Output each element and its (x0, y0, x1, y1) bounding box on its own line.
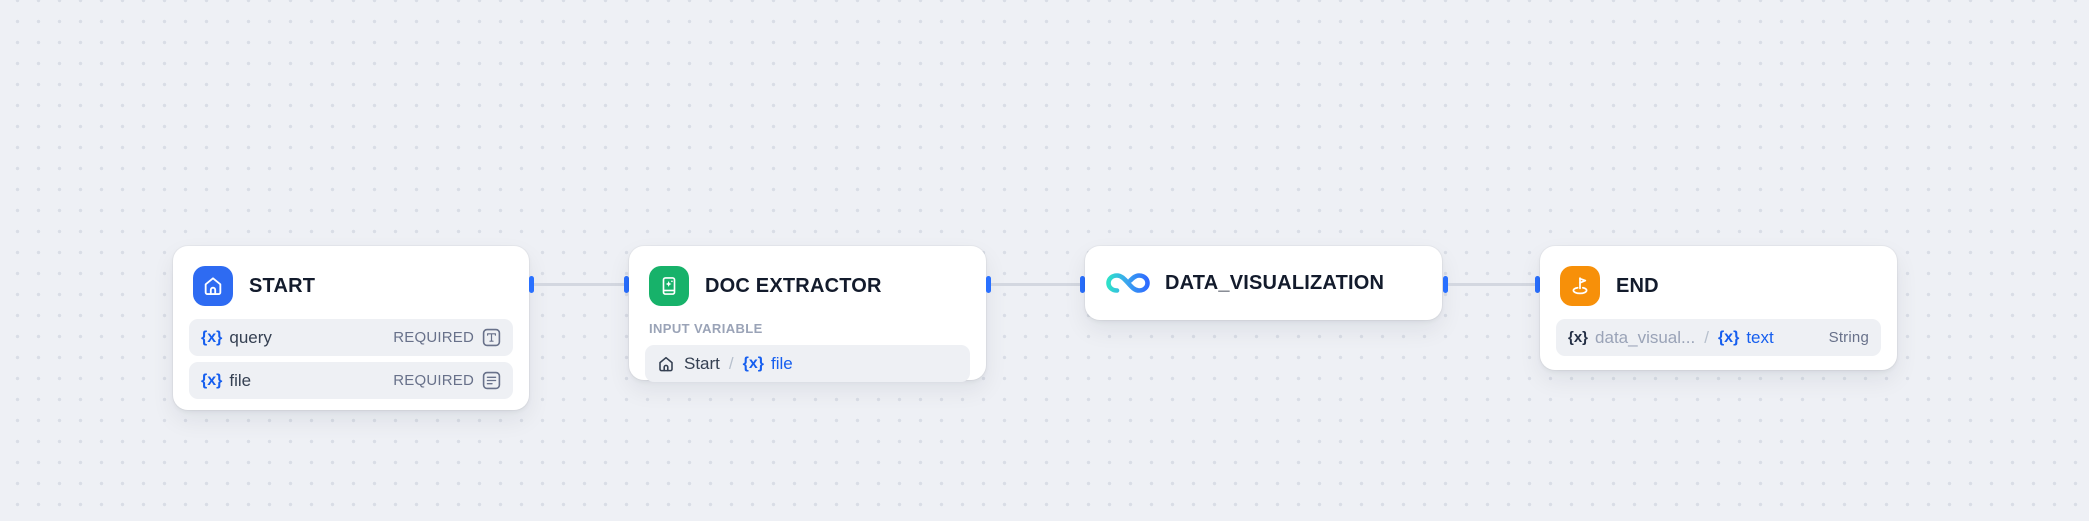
node-end-header: END (1540, 246, 1897, 306)
path-separator: / (728, 353, 734, 373)
required-badge: REQUIRED (393, 329, 474, 346)
start-variable-list: {x} query REQUIRED {x} file REQUIRED (173, 306, 529, 415)
variable-braces-icon: {x} (201, 328, 223, 346)
node-title: DOC EXTRACTOR (705, 274, 882, 297)
infinity-icon (1105, 268, 1151, 298)
flag-icon (1560, 266, 1600, 306)
node-title: START (249, 274, 316, 297)
required-badge: REQUIRED (393, 372, 474, 389)
target-handle[interactable] (624, 276, 629, 293)
edge-doc-extractor-to-data-visualization[interactable] (986, 276, 1085, 293)
node-end[interactable]: END {x} data_visual... / {x} text String (1540, 246, 1897, 370)
input-variable-label: INPUT VARIABLE (649, 321, 763, 336)
edge-start-to-doc-extractor[interactable] (529, 276, 629, 293)
node-data-visualization[interactable]: DATA_VISUALIZATION (1085, 246, 1442, 320)
variable-name: file (229, 370, 252, 390)
node-doc-extractor[interactable]: DOC EXTRACTOR INPUT VARIABLE Start / {x}… (629, 246, 986, 382)
variable-braces-icon: {x} (1568, 329, 1589, 346)
variable-braces-icon: {x} (1717, 328, 1740, 346)
input-variable-row: Start / {x} file (645, 345, 970, 382)
node-doc-header: DOC EXTRACTOR (629, 246, 986, 306)
edge-line[interactable] (534, 283, 624, 286)
doc-input-list: Start / {x} file (629, 345, 986, 398)
node-dataviz-header: DATA_VISUALIZATION (1085, 246, 1442, 320)
edge-data-visualization-to-end[interactable] (1443, 276, 1540, 293)
node-title: DATA_VISUALIZATION (1165, 271, 1385, 294)
doc-extract-icon (649, 266, 689, 306)
home-icon (193, 266, 233, 306)
path-separator: / (1704, 327, 1709, 347)
variable-row-file: {x} file REQUIRED (189, 362, 513, 399)
variable-braces-icon: {x} (742, 354, 764, 372)
source-handle[interactable] (986, 276, 991, 293)
node-title: END (1616, 274, 1659, 297)
end-output-list: {x} data_visual... / {x} text String (1540, 306, 1897, 372)
node-start-header: START (173, 246, 529, 306)
target-handle[interactable] (1080, 276, 1085, 293)
referenced-variable: file (771, 353, 793, 373)
variable-name: query (229, 327, 272, 347)
source-handle[interactable] (529, 276, 534, 293)
variable-row-query: {x} query REQUIRED (189, 319, 513, 356)
target-handle[interactable] (1535, 276, 1540, 293)
source-handle[interactable] (1443, 276, 1448, 293)
source-node-label: Start (684, 353, 720, 373)
paragraph-icon (482, 371, 501, 390)
home-icon (657, 355, 675, 373)
edge-line[interactable] (991, 283, 1080, 286)
variable-braces-icon: {x} (201, 371, 223, 389)
edge-line[interactable] (1448, 283, 1535, 286)
output-variable-row: {x} data_visual... / {x} text String (1556, 319, 1881, 356)
source-node-label: data_visual... (1595, 327, 1696, 347)
referenced-variable: text (1746, 327, 1774, 347)
node-start[interactable]: START {x} query REQUIRED {x} fi (173, 246, 529, 410)
text-input-icon (482, 328, 501, 347)
variable-type: String (1828, 329, 1869, 346)
